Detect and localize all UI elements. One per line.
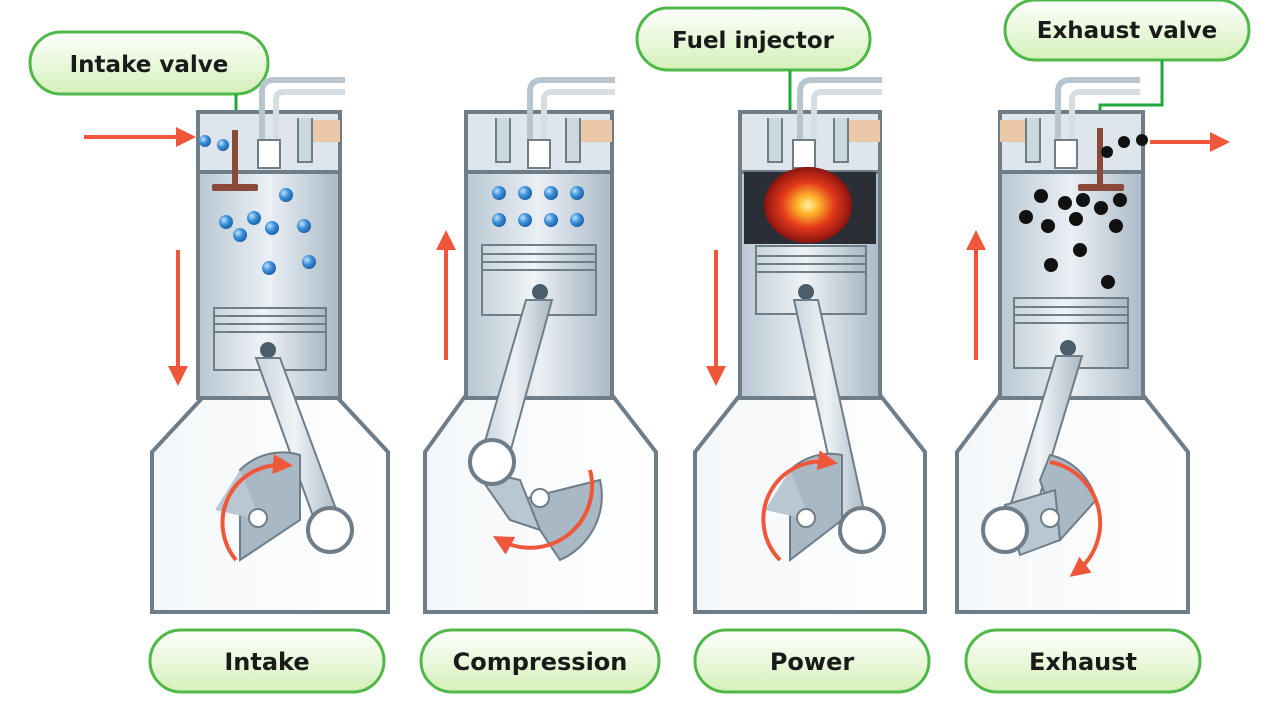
callout-exhaust-valve-text: Exhaust valve [1037,18,1218,44]
crank-rotation-arrow [220,454,293,562]
callout-exhaust-valve: Exhaust valve [1003,0,1251,128]
stroke-label-compression: Compression [419,628,661,694]
stroke-label-compression-text: Compression [453,648,628,676]
cylinder-head [464,77,615,174]
crank-rotation-arrow [1049,460,1103,577]
stroke-intake [84,77,390,614]
cylinder-head [738,77,882,174]
callout-intake-valve: Intake valve [28,30,270,116]
exhaust-valve-closed [297,118,313,163]
piston [481,244,597,316]
stroke-label-exhaust: Exhaust [964,628,1202,694]
callout-intake-valve-text: Intake valve [70,52,229,78]
stroke-compression [423,77,658,614]
exhaust-gas-dots [1019,134,1148,289]
fuel-air-mixture-dots [199,135,316,275]
crank-rotation-arrow [492,469,594,555]
combustion-flame [744,167,876,244]
crank-rotation-arrow [761,450,838,562]
stroke-label-power: Power [693,628,931,694]
stroke-label-power-text: Power [770,648,855,676]
stroke-label-intake-text: Intake [224,648,309,676]
compressed-mixture-dots [492,186,584,227]
callout-fuel-injector: Fuel injector [635,6,872,148]
crankshaft [468,438,603,562]
stroke-power [693,77,927,614]
stroke-exhaust [955,77,1230,614]
cylinder-head [998,77,1145,174]
callout-fuel-injector-text: Fuel injector [672,28,835,54]
stroke-label-intake: Intake [148,628,386,694]
exhaust-valve-open [1078,128,1124,191]
crankshaft [765,452,886,563]
intake-valve-open [212,130,258,191]
stroke-label-exhaust-text: Exhaust [1029,648,1137,676]
